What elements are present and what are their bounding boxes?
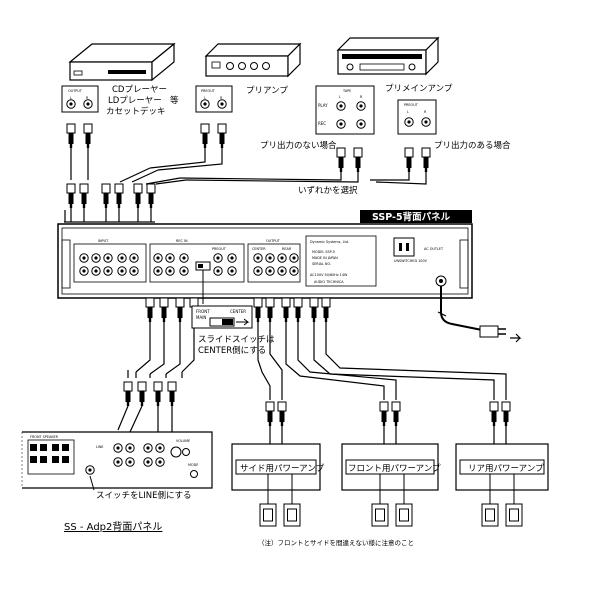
input-plug-group <box>64 167 187 223</box>
cd-output-panel: OUTPUT L R <box>61 85 99 113</box>
svg-text:L: L <box>407 110 409 114</box>
rear-power-amp <box>455 443 549 527</box>
switch-center: CENTER <box>230 309 246 314</box>
svg-text:R: R <box>220 96 223 100</box>
ssp5-model: MODEL SSP-5 <box>312 250 335 254</box>
no-preout-note: プリ出力のない場合 <box>260 140 337 151</box>
svg-text:CENTER: CENTER <box>252 247 266 251</box>
adp2-title: SS - Adp2背面パネル <box>64 520 162 533</box>
ssp5-ac-outlet: AC OUTLET <box>424 247 444 251</box>
adp2-line-label: LINE <box>96 445 104 449</box>
ssp5-ac-spec: AC100V 50/60Hz 14W <box>310 273 348 277</box>
ssp5-made-in: MADE IN JAPAN <box>312 256 338 260</box>
ssp5-rec-in-label: REC IN <box>176 239 188 243</box>
svg-text:R: R <box>424 110 427 114</box>
ssp5-serial: SERIAL NO. <box>312 262 331 266</box>
cd-label-suffix: 等 <box>170 95 179 106</box>
amp-input-plugs <box>265 401 511 444</box>
ssp5-rec-plugs <box>117 297 199 433</box>
preamp-plug-l <box>200 123 210 149</box>
main-preout-plug-r <box>421 147 431 173</box>
svg-text:R: R <box>360 95 363 99</box>
cd-plug-r <box>83 123 93 149</box>
svg-text:PREOUT: PREOUT <box>201 89 216 93</box>
svg-text:TAPE: TAPE <box>342 89 351 93</box>
cd-label-2: LDプレーヤー <box>108 96 162 106</box>
cd-player <box>68 42 176 82</box>
preamp <box>204 42 302 78</box>
adp2-rear-panel: FRONT SPEAKER LINE VOLUME MODE <box>21 431 213 489</box>
ssp5-brand: AUDIO TECHNICA <box>314 280 344 284</box>
ssp5-title: SSP-5背面パネル <box>372 211 451 223</box>
main-preout-plug-l <box>404 147 414 173</box>
with-preout-note: プリ出力のある場合 <box>434 140 511 151</box>
tape-plug-r <box>353 147 363 173</box>
side-amp-label: サイド用パワーアンプ <box>240 464 325 474</box>
ssp5-rear-panel: INPUT REC IN PREOUT OUTPUT CENTER REAR D… <box>57 223 473 299</box>
ssp5-preout-label: PREOUT <box>212 247 227 251</box>
svg-text:REC: REC <box>318 121 326 126</box>
tape-panel: TAPE L R PLAY REC <box>315 85 375 135</box>
front-amp-label: フロント用パワーアンプ <box>348 464 441 474</box>
svg-text:L: L <box>339 95 341 99</box>
ssp5-unswitched: UNSWITCHED 100V <box>394 259 428 263</box>
adp2-volume: VOLUME <box>176 439 190 443</box>
power-plug <box>479 325 522 343</box>
ssp5-input-label: INPUT <box>98 239 109 243</box>
cd-plug-l <box>66 123 76 149</box>
side-power-amp <box>231 443 321 527</box>
integrated-amp <box>336 36 440 76</box>
adp2-front-spk: FRONT SPEAKER <box>30 435 59 439</box>
front-power-amp <box>341 443 439 527</box>
switch-note-1: スライドスイッチは <box>198 335 275 345</box>
cd-label-1: CDプレーヤー <box>112 85 167 95</box>
slide-switch-callout: FRONT MAIN CENTER <box>191 270 253 329</box>
main-preout-panel: PREOUT L R <box>397 99 437 135</box>
adp2-mode: MODE <box>188 463 198 467</box>
preamp-plug-r <box>217 123 227 149</box>
svg-text:PLAY: PLAY <box>318 103 328 108</box>
main-amp-label: プリメインアンプ <box>385 84 453 94</box>
svg-text:REAR: REAR <box>282 247 292 251</box>
svg-text:OUTPUT: OUTPUT <box>68 89 83 93</box>
cd-label-3: カセットデッキ <box>106 106 166 117</box>
adp2-switch-note: スイッチをLINE側にする <box>96 490 192 501</box>
tape-plug-l <box>336 147 346 173</box>
ssp5-maker: Dynamic Systems, Ltd. <box>310 240 349 244</box>
choose-either: いずれかを選択 <box>298 185 358 196</box>
preamp-output-panel: PREOUT L R <box>195 85 233 113</box>
rear-amp-label: リア用パワーアンプ <box>468 464 544 474</box>
ssp5-title-bar <box>360 210 472 223</box>
svg-text:L: L <box>70 96 72 100</box>
switch-note-2: CENTER側にする <box>198 345 266 356</box>
svg-text:R: R <box>86 96 89 100</box>
switch-main: MAIN <box>196 315 206 320</box>
switch-front: FRONT <box>196 309 210 314</box>
power-cable <box>440 286 483 331</box>
ssp5-output-plugs <box>253 297 507 400</box>
svg-text:PREOUT: PREOUT <box>404 103 419 107</box>
ssp5-output-label: OUTPUT <box>266 239 281 243</box>
preamp-label: プリアンプ <box>246 86 288 96</box>
svg-text:L: L <box>204 96 206 100</box>
footnote: （注）フロントとサイドを間違えない様に注意のこと <box>258 538 414 547</box>
